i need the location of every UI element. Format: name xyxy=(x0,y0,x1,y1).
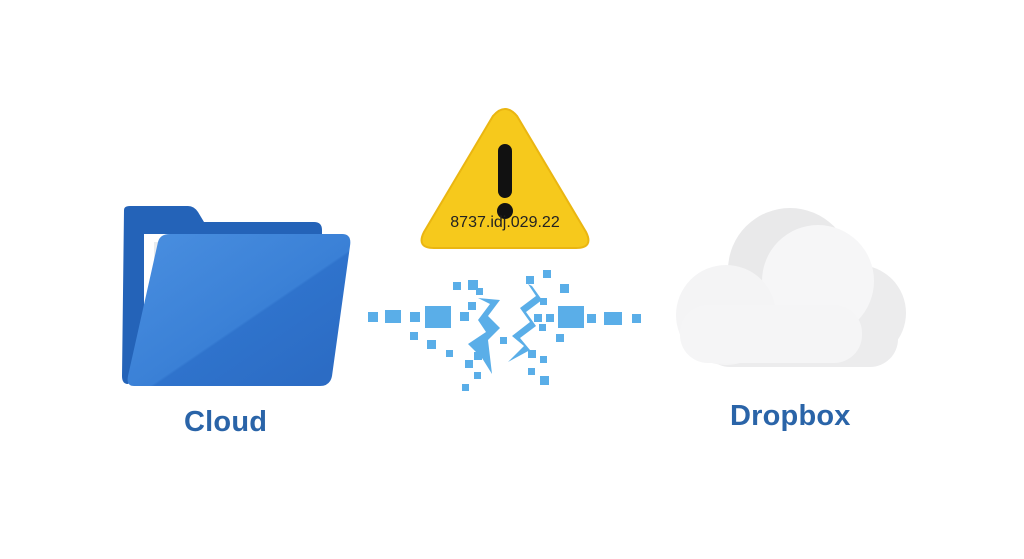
broken-connection-icon xyxy=(360,262,650,400)
folder-icon xyxy=(118,204,354,390)
warning-triangle-icon: 8737.idj.029.22 xyxy=(418,106,592,251)
cloud-icon xyxy=(672,205,908,370)
error-code: 8737.idj.029.22 xyxy=(450,214,560,231)
destination-label: Dropbox xyxy=(730,400,851,432)
source-label: Cloud xyxy=(184,406,268,438)
